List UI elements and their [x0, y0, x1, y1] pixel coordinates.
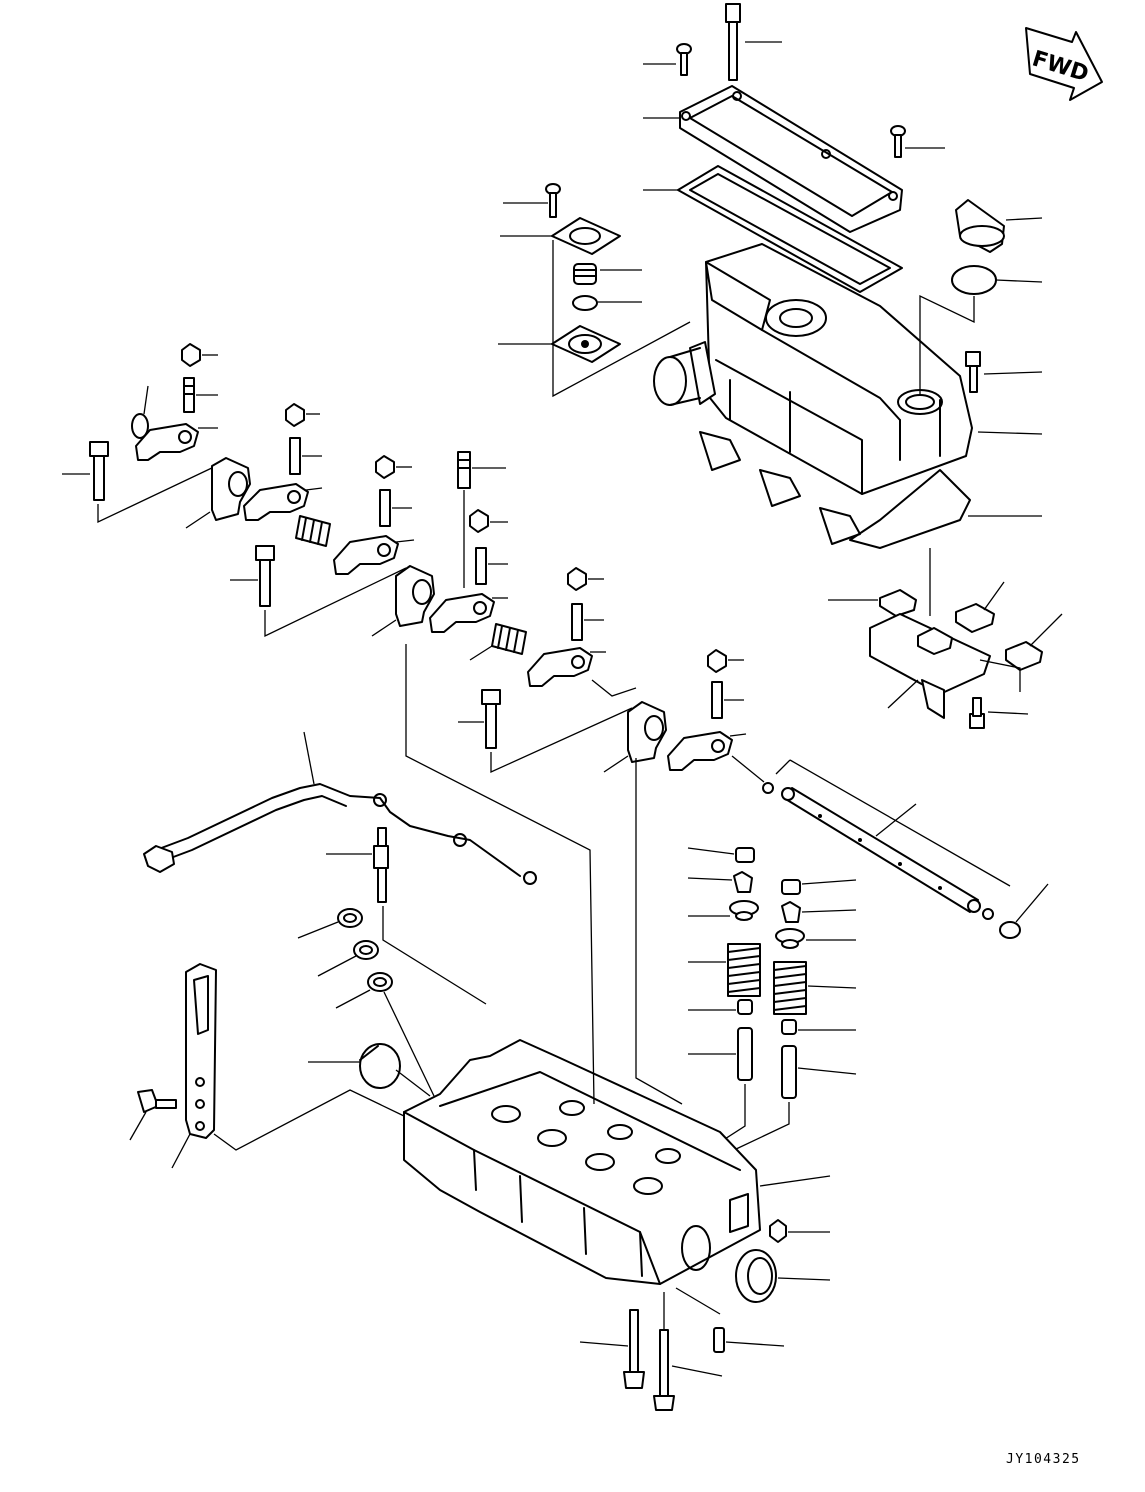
head-bolt-1 — [579, 1309, 645, 1389]
snap-ring-1 — [131, 385, 149, 439]
valve-cap-2 — [781, 879, 857, 895]
dowel-pin — [675, 1287, 785, 1353]
breather-valve — [572, 295, 642, 311]
rocker-arm-6 — [667, 731, 765, 783]
plate-gasket — [643, 165, 903, 293]
valve-keeper-1 — [687, 871, 753, 893]
adjust-screw-4 — [475, 547, 508, 585]
insulator-block-1 — [828, 589, 917, 617]
glow-plug — [326, 827, 487, 1005]
valve-seal-2 — [781, 1019, 856, 1035]
shield-plate — [869, 548, 1021, 719]
rocker-support-1 — [185, 457, 251, 529]
head-seal — [735, 1249, 831, 1303]
rocker-shaft — [775, 759, 1011, 913]
rocker-arm-3 — [333, 535, 415, 575]
glow-plug-harness — [143, 731, 537, 885]
rocker-bolt-2 — [230, 545, 407, 638]
rocker-bolt-3 — [458, 689, 633, 774]
valve-spring-2 — [773, 961, 857, 1015]
valve-seal-1 — [688, 999, 753, 1015]
insulator-block-3 — [1005, 613, 1063, 671]
shield-bolt — [969, 697, 1029, 729]
spring-retainer-1 — [688, 900, 759, 921]
cover-plate — [643, 85, 903, 233]
oil-filler-cap — [955, 199, 1043, 253]
rocker-nut-4 — [469, 509, 508, 533]
bracket-bolt — [129, 1089, 177, 1141]
valve-guide-1 — [688, 1027, 753, 1147]
shaft-plug-2 — [982, 908, 994, 920]
adjust-screw-5 — [571, 603, 604, 641]
rocker-arm-2 — [243, 483, 323, 521]
lifting-bracket — [171, 963, 405, 1169]
adjust-screw-6 — [711, 681, 744, 719]
rocker-nut-2 — [285, 403, 320, 427]
expansion-plug — [308, 1043, 431, 1097]
shaft-plug-1 — [762, 782, 774, 794]
shaft-snap-ring — [999, 883, 1049, 939]
rocker-arm-4 — [429, 593, 508, 633]
valve-cap-1 — [687, 847, 755, 863]
rocker-nut-1 — [181, 343, 218, 367]
cover-screw — [643, 43, 692, 76]
cover-flange-bolt — [965, 351, 1043, 393]
cover-gasket — [699, 431, 1042, 549]
rocker-support-3 — [603, 701, 667, 773]
filler-o-ring — [919, 265, 1043, 396]
adjust-screw-1 — [183, 377, 218, 413]
figure-id: JY104325 — [1006, 1452, 1081, 1467]
breather-screw — [503, 183, 561, 218]
spring-retainer-2 — [775, 928, 856, 949]
plate-screw — [890, 125, 945, 158]
rocker-arm-5 — [527, 647, 637, 697]
breather-cap — [500, 217, 621, 255]
rocker-nut-5 — [567, 567, 604, 591]
breather-spring — [573, 263, 642, 285]
rocker-nut-3 — [375, 455, 412, 479]
rocker-arm-1 — [135, 423, 218, 461]
valve-cover — [653, 243, 1043, 495]
head-bolt-2 — [653, 1292, 723, 1411]
fwd-arrow: FWD — [1025, 27, 1103, 101]
cylinder-head — [403, 644, 831, 1285]
insulator-block-2 — [955, 581, 1005, 633]
stud-long — [457, 451, 506, 588]
head-plug — [769, 1219, 830, 1243]
valve-guide-2 — [733, 1045, 857, 1151]
fwd-label: FWD — [1029, 46, 1091, 87]
rocker-support-2 — [371, 565, 435, 637]
valve-keeper-2 — [781, 901, 857, 923]
adjust-screw-3 — [379, 489, 412, 527]
rocker-nut-6 — [707, 649, 744, 673]
cover-bolt-long — [725, 3, 782, 81]
seal-washer-1 — [297, 908, 363, 939]
rocker-spring-2 — [469, 623, 527, 661]
adjust-screw-2 — [289, 437, 322, 475]
breather-base — [498, 240, 691, 398]
rocker-spring-1 — [295, 515, 331, 547]
rocker-bolt-1 — [62, 441, 217, 524]
valve-spring-1 — [688, 943, 761, 997]
seal-washer-3 — [335, 972, 435, 1097]
seal-washer-2 — [317, 940, 379, 977]
